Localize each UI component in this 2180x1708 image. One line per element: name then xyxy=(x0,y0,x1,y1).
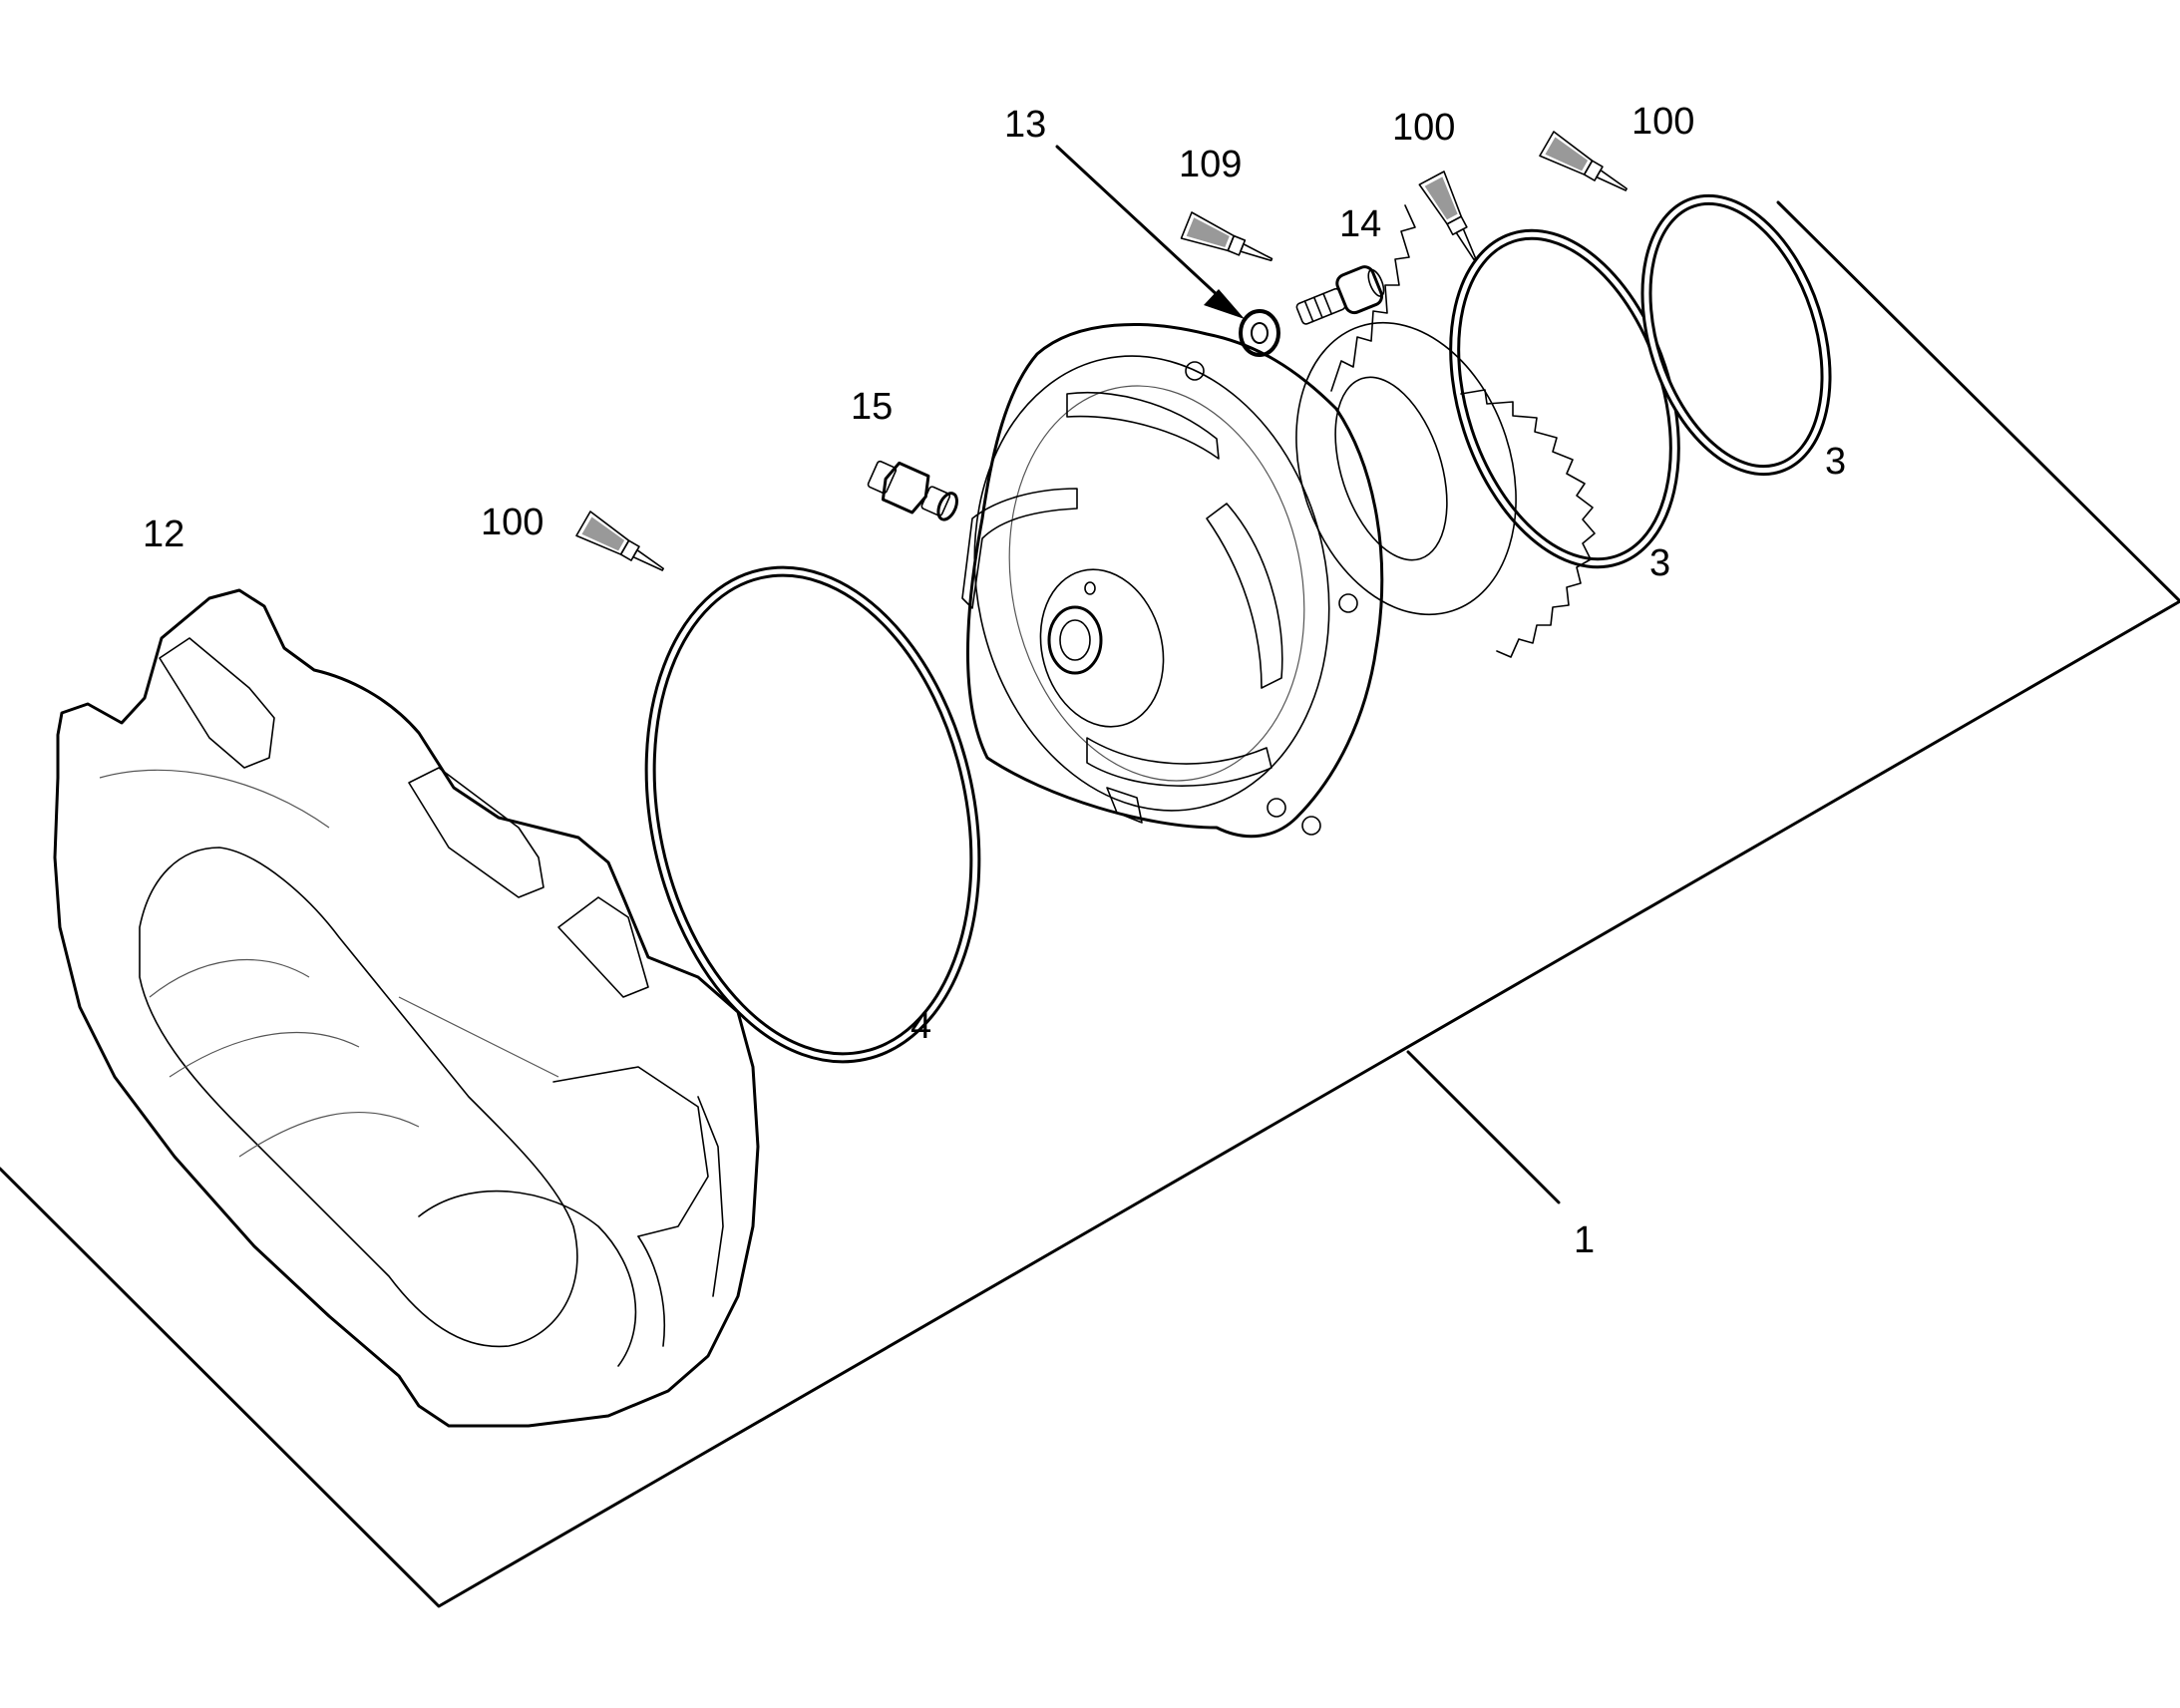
callout-14: 14 xyxy=(1339,203,1381,245)
leader-line-1 xyxy=(1406,1050,1561,1204)
o-ring-4 xyxy=(644,565,981,1064)
callout-100-left: 100 xyxy=(481,502,544,543)
callout-12: 12 xyxy=(143,513,184,555)
callout-109: 109 xyxy=(1179,144,1242,185)
fitting-15 xyxy=(867,460,958,521)
o-ring-3-outer xyxy=(1640,193,1832,477)
washer-13 xyxy=(1239,309,1280,357)
pump-cover-12 xyxy=(53,588,760,1428)
leader-line-13 xyxy=(1055,145,1245,319)
sealant-tube-icon-109 xyxy=(1180,211,1273,262)
sealant-tube-icon-100-upper-right xyxy=(1539,131,1628,191)
callout-100-upper-right: 100 xyxy=(1632,101,1694,143)
callout-15: 15 xyxy=(851,386,893,428)
sealant-tube-icon-100-upper-left xyxy=(1418,171,1477,261)
water-pump-assembly xyxy=(961,204,1596,839)
drive-gear xyxy=(1295,204,1596,658)
callout-100-upper-left: 100 xyxy=(1392,107,1455,149)
screw-14 xyxy=(1295,265,1385,325)
callout-3-outer: 3 xyxy=(1825,441,1846,483)
assembly-base-plane xyxy=(0,200,2180,1608)
callout-13: 13 xyxy=(1004,104,1046,146)
sealant-tube-icon-100-left xyxy=(575,511,664,571)
callout-1: 1 xyxy=(1574,1219,1595,1261)
callout-3-inner: 3 xyxy=(1649,542,1670,584)
callout-labels: 13 109 14 100 100 15 12 100 3 3 4 1 xyxy=(143,101,1846,1261)
callout-4: 4 xyxy=(910,1005,931,1047)
